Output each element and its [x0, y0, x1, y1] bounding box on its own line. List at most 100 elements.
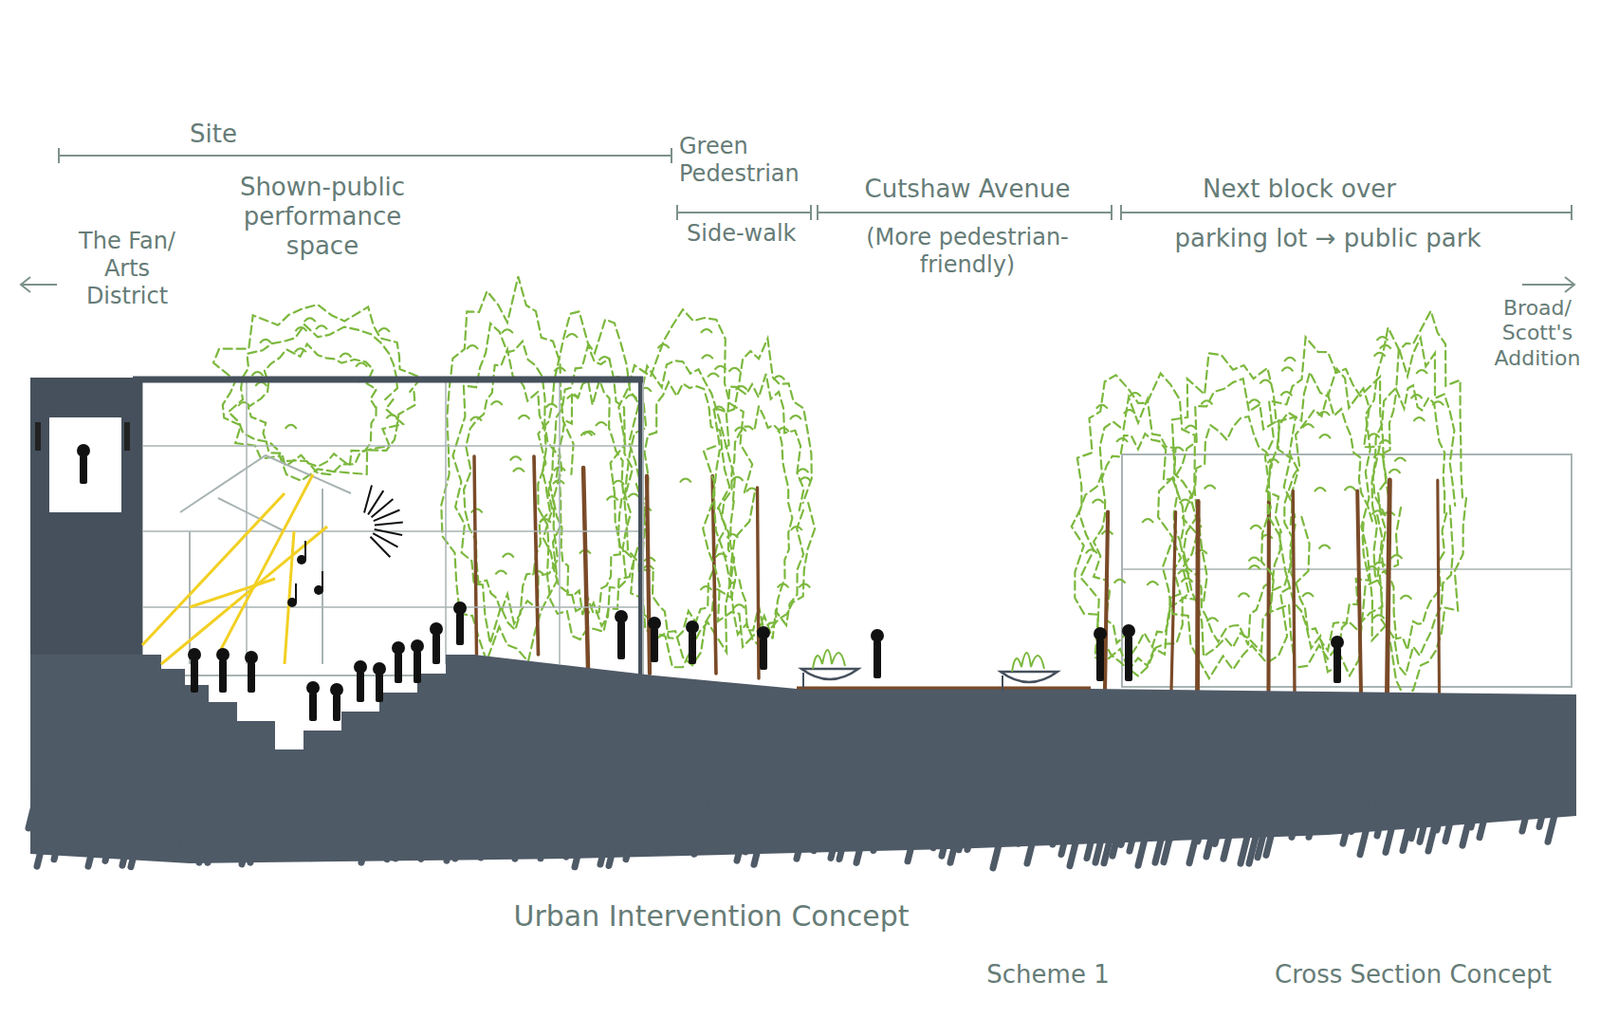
ground-hatch: [1530, 771, 1541, 810]
tree: [702, 338, 815, 679]
ground-hatch: [847, 808, 858, 846]
tree-leaf: [1374, 561, 1386, 566]
annotation-label: Site: [170, 119, 257, 149]
person-head: [870, 628, 884, 643]
tree-canopy: [1360, 311, 1467, 698]
ground-hatch: [702, 798, 713, 837]
tree-canopy: [537, 311, 645, 640]
tree-leaf: [701, 354, 714, 359]
ground-hatch: [1052, 806, 1063, 845]
ground-hatch: [190, 812, 201, 851]
stage-light-beam: [284, 531, 295, 664]
ground-hatch: [677, 789, 687, 828]
ground-hatch: [685, 808, 696, 846]
tree-leaf: [1114, 579, 1126, 584]
ground-hatch: [899, 790, 909, 828]
tree-canopy: [453, 323, 560, 644]
ground-hatch: [113, 793, 124, 832]
person-head: [216, 647, 230, 662]
ground-hatch: [45, 808, 56, 846]
annotation-label: Scheme 1: [957, 959, 1139, 990]
ground-hatch: [754, 826, 764, 865]
tree-leaf: [658, 344, 670, 349]
tree-leaf: [1413, 417, 1425, 422]
person-head: [1330, 635, 1344, 649]
tree-leaf: [1368, 433, 1380, 438]
tree-leaf: [1249, 565, 1261, 570]
person-body: [688, 631, 697, 664]
tree-leaf: [1085, 549, 1098, 553]
tree-leaf: [1146, 581, 1159, 586]
sound-burst: [367, 490, 384, 515]
tree-canopy: [1071, 372, 1208, 676]
ground-hatch: [924, 802, 935, 841]
tree-leaf: [1399, 595, 1412, 600]
ground-hatch: [566, 818, 576, 857]
dimension-line: [1121, 211, 1572, 214]
sound-burst: [374, 529, 403, 535]
tree-canopy: [1173, 378, 1296, 657]
dimension-tick: [809, 204, 812, 221]
tree-leaf: [495, 570, 507, 574]
tree-canopy: [553, 379, 626, 615]
planter-plant: [812, 649, 846, 669]
tree-leaf: [510, 456, 522, 460]
glass-grid: [142, 444, 644, 447]
tree-leaf: [1179, 498, 1192, 503]
person-head: [372, 662, 387, 676]
person-body: [456, 612, 464, 645]
person-body: [759, 637, 768, 670]
dimension-tick: [676, 204, 679, 221]
annotation-label: Shown-public performance space: [218, 172, 427, 262]
tree-leaf: [1141, 518, 1154, 523]
tree-leaf: [491, 401, 503, 405]
planter: [801, 668, 859, 680]
ground-hatch: [557, 801, 568, 840]
stage-roof: [180, 455, 351, 664]
tree-leaf: [790, 415, 802, 420]
person-head: [453, 601, 467, 615]
ground-hatch: [489, 802, 499, 841]
tree-trunk: [1437, 479, 1440, 693]
person-head: [614, 609, 628, 624]
tree-leaf: [625, 394, 638, 399]
tree-leaf: [378, 328, 390, 332]
tree-leaf: [1184, 424, 1196, 429]
tree-leaf: [1249, 399, 1261, 404]
annotation-label: Broad/ Scott's Addition: [1479, 295, 1596, 371]
ground-hatch: [472, 800, 482, 839]
tree-leaf: [1248, 557, 1260, 562]
sound-burst: [364, 485, 372, 514]
tree-trunk: [1266, 501, 1271, 692]
glass-grid: [558, 377, 561, 664]
person-body: [394, 652, 403, 683]
tree-canopy: [1079, 397, 1198, 671]
ground-hatch: [412, 794, 423, 833]
person-body: [375, 673, 384, 702]
ground-hatch: [1044, 798, 1054, 837]
tree-leaf: [294, 327, 307, 332]
tree-trunk: [583, 467, 589, 669]
tree-leaf: [386, 414, 398, 419]
direction-arrow: [1522, 276, 1575, 293]
planter: [1000, 671, 1058, 682]
ground-section: [30, 654, 1577, 864]
ground-hatch: [651, 789, 662, 828]
tree-leaf: [315, 325, 328, 330]
music-note-stem: [321, 570, 324, 590]
tree-leaf: [627, 493, 640, 497]
dimension-tick: [1110, 204, 1113, 221]
tree-canopy: [213, 304, 422, 481]
annotation-label: Cutshaw Avenue: [834, 174, 1101, 204]
tree-leaf: [1116, 438, 1128, 442]
annotation-label: Next block over: [1176, 174, 1423, 204]
person-head: [647, 616, 662, 630]
ground-hatch: [745, 813, 755, 852]
person-head: [685, 620, 699, 634]
tree: [610, 309, 755, 674]
tree-leaf: [1372, 510, 1384, 515]
stage-light-beam: [189, 578, 276, 607]
person-head: [353, 660, 368, 674]
